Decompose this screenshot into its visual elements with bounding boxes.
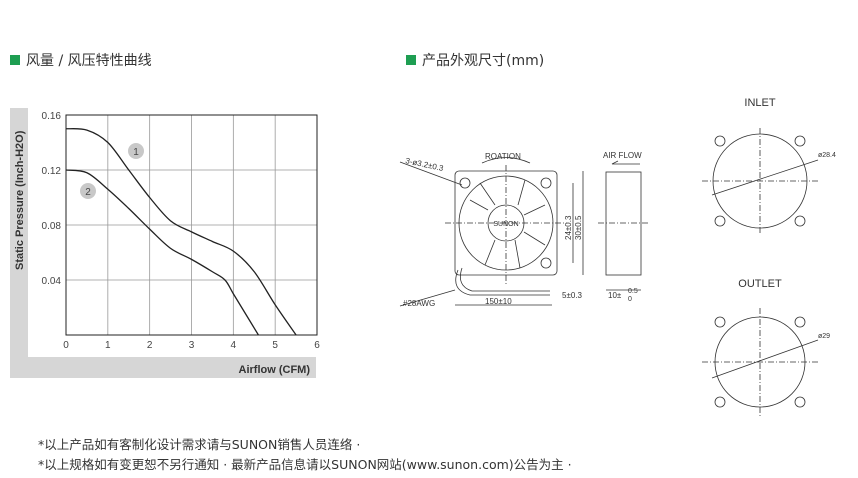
inlet-diameter: ø28.4 — [818, 152, 836, 159]
strip-length: 5±0.3 — [562, 291, 583, 300]
y-axis-label: Static Pressure (Inch-H2O) — [14, 130, 26, 270]
inlet-view — [702, 128, 819, 234]
x-tick-label: 6 — [314, 340, 320, 351]
y-tick-label: 0.08 — [42, 221, 62, 232]
x-tick-label: 4 — [231, 340, 237, 351]
outlet-diameter: ø29 — [818, 333, 830, 340]
thickness-dim: 10± — [608, 291, 622, 300]
x-axis-band — [10, 357, 316, 378]
note-spec-change: *以上规格如有变更恕不另行通知 · 最新产品信息请以SUNON网站(www.su… — [38, 457, 572, 472]
series-2-line — [65, 169, 259, 336]
curve-title-text: 风量 / 风压特性曲线 — [26, 53, 152, 69]
curve-section-title: 风量 / 风压特性曲线 — [10, 50, 152, 70]
dim-24: 24±0.3 — [564, 215, 573, 240]
series-1-marker — [128, 143, 144, 159]
lead-length: 150±10 — [485, 297, 512, 306]
pq-chart: 0 1 2 3 4 5 6 0.04 0.08 0.12 0.16 1 2 Airflow (CFM… — [10, 108, 320, 378]
series-1-label: 1 — [133, 147, 139, 158]
fan-side-view — [598, 160, 650, 291]
x-tick-label: 1 — [105, 340, 111, 351]
plot-frame — [65, 114, 318, 336]
dimension-title-text: 产品外观尺寸(mm) — [422, 53, 545, 69]
outlet-label: OUTLET — [738, 278, 782, 290]
y-tick-label: 0.16 — [42, 111, 62, 122]
tolerance-upper: 0.5 — [628, 288, 638, 295]
series-2-label: 2 — [85, 187, 91, 198]
y-tick-label: 0.04 — [42, 276, 62, 287]
bullet-icon — [406, 55, 416, 65]
airflow-label: AIR FLOW — [603, 151, 642, 160]
series-1-line — [65, 128, 297, 336]
tolerance-lower: 0 — [628, 296, 632, 303]
x-tick-label: 5 — [272, 340, 278, 351]
bullet-icon — [10, 55, 20, 65]
dimension-section-title: 产品外观尺寸(mm) — [406, 50, 544, 70]
fan-front-view — [399, 157, 584, 307]
wire-gauge: #28AWG — [403, 299, 435, 308]
series-2-marker — [80, 183, 96, 199]
hole-dimension: 3-ø3.2±0.3 — [405, 156, 445, 173]
sunon-logo: SUNON — [493, 221, 518, 228]
rotation-label: ROATION — [485, 152, 521, 161]
outlet-view — [702, 308, 819, 416]
y-tick-label: 0.12 — [42, 166, 62, 177]
y-axis-band — [10, 108, 28, 378]
x-tick-label: 2 — [147, 340, 153, 351]
note-customization: *以上产品如有客制化设计需求请与SUNON销售人员连络 · — [38, 437, 361, 452]
dim-30: 30±0.5 — [574, 215, 583, 240]
x-tick-label: 3 — [189, 340, 195, 351]
x-tick-label: 0 — [63, 340, 69, 351]
inlet-label: INLET — [744, 97, 775, 109]
x-axis-label: Airflow (CFM) — [239, 364, 311, 376]
